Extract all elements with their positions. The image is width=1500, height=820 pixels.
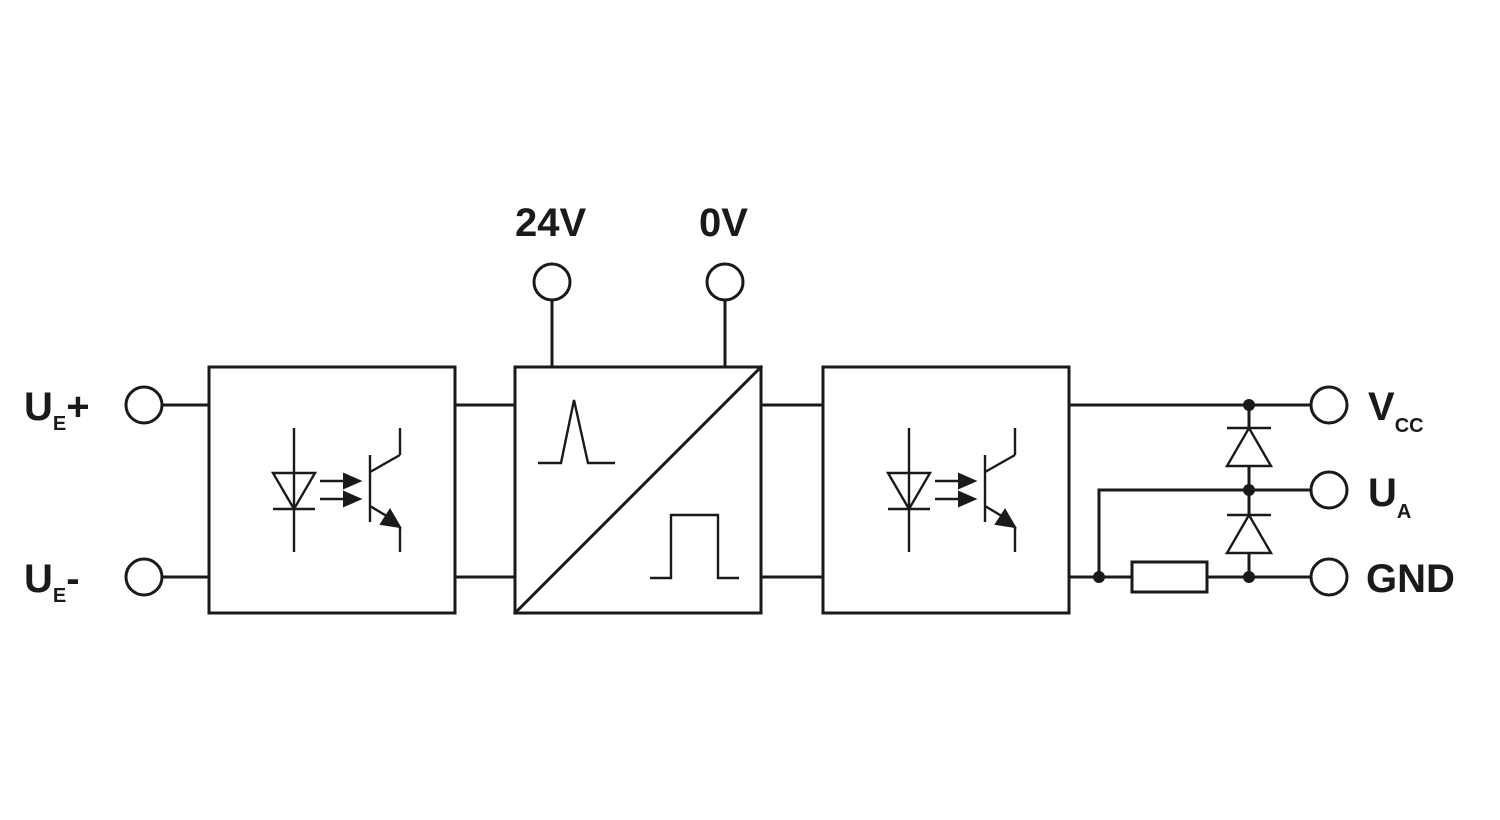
- label-0v: 0V: [699, 201, 748, 245]
- junction-dot: [1093, 571, 1105, 583]
- converter-diagonal: [512, 364, 764, 616]
- optocoupler-symbol-2: [885, 428, 1017, 552]
- output-stage: [1067, 385, 1349, 597]
- junction-dot: [1243, 399, 1255, 411]
- block-dc-dc-converter: [512, 262, 764, 616]
- label-vcc: VCC: [1368, 385, 1424, 437]
- diode-lower: [1224, 512, 1274, 555]
- terminal-0v: [705, 262, 745, 302]
- diode-upper: [1224, 425, 1274, 468]
- wire-ua: [1097, 488, 1312, 579]
- optocoupler-symbol-1: [270, 428, 402, 552]
- label-ua: UA: [1368, 471, 1411, 523]
- terminal-ue-plus: [124, 385, 164, 425]
- label-24v: 24V: [515, 201, 586, 245]
- terminal-gnd: [1309, 557, 1349, 597]
- pulse-symbol: [538, 399, 615, 465]
- junction-dot: [1243, 484, 1255, 496]
- square-wave-symbol: [650, 513, 739, 580]
- label-gnd: GND: [1366, 557, 1455, 601]
- label-ue-plus: UE+: [24, 385, 90, 435]
- junction-dot: [1243, 571, 1255, 583]
- resistor: [1130, 560, 1209, 594]
- terminal-24v: [532, 262, 572, 302]
- terminal-vcc: [1309, 385, 1349, 425]
- block-optocoupler-output: [821, 365, 1071, 615]
- terminal-ue-minus: [124, 557, 164, 597]
- block-optocoupler-input: [207, 365, 457, 615]
- input-wiring: [124, 385, 211, 597]
- terminal-ua: [1309, 470, 1349, 510]
- label-ue-minus: UE-: [24, 557, 80, 607]
